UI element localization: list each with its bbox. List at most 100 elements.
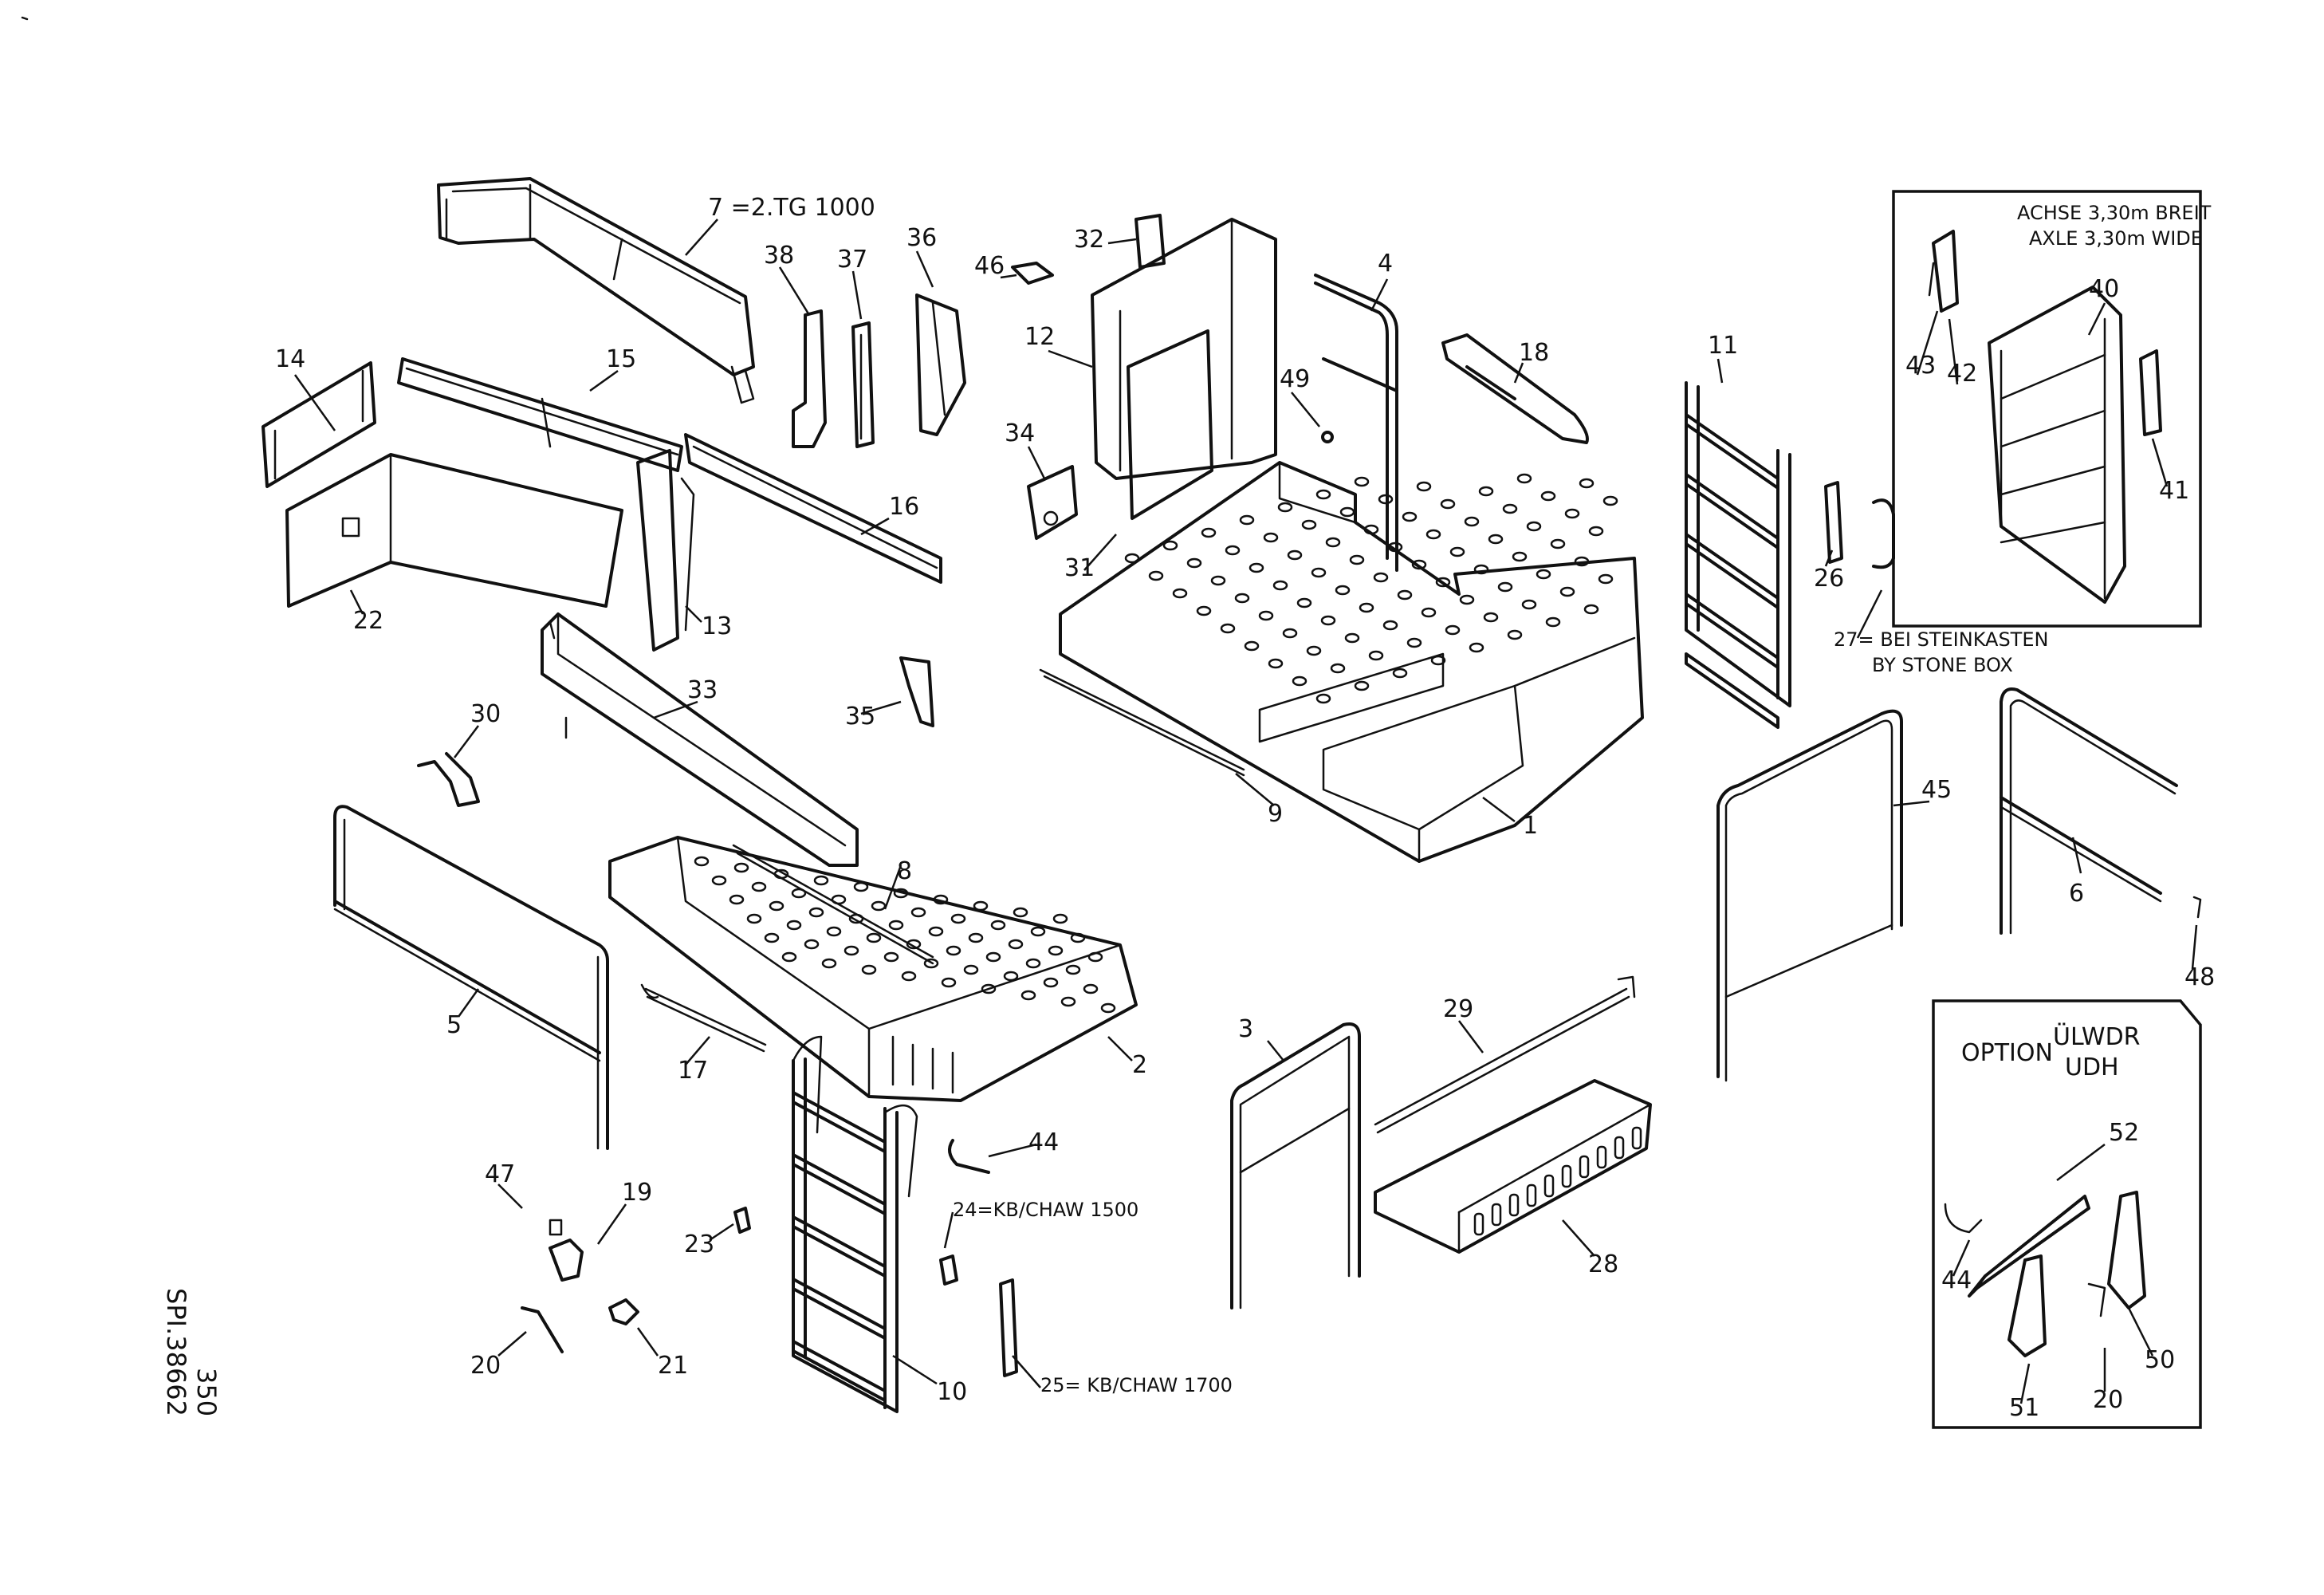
part-47-plate	[549, 1219, 563, 1236]
perforation-hole	[1550, 538, 1566, 549]
perforation-hole	[1598, 573, 1614, 585]
part-19-clamp	[549, 1239, 584, 1282]
drawing-id: SPI.38662	[161, 1288, 191, 1416]
part-8-bar	[732, 844, 934, 965]
perforation-hole	[791, 888, 807, 899]
callout-27-line2: BY STONE BOX	[1872, 654, 2013, 676]
leader-line	[497, 1331, 527, 1357]
option-callout-52: 52	[2109, 1119, 2139, 1147]
callout-37: 37	[837, 246, 867, 274]
callout-47: 47	[485, 1160, 515, 1188]
leader-line	[1458, 1020, 1484, 1053]
perforation-hole	[1574, 556, 1590, 567]
perforation-hole	[1349, 554, 1365, 565]
leader-line	[2191, 924, 2198, 970]
perforation-hole	[1315, 693, 1331, 704]
perforation-hole	[1359, 602, 1374, 613]
callout-8: 8	[897, 857, 912, 885]
part-22-side-wall	[285, 453, 623, 608]
grating-slot	[1579, 1155, 1590, 1179]
callout-5: 5	[446, 1011, 462, 1039]
grating-slot	[1543, 1174, 1555, 1198]
callout-42: 42	[1947, 360, 1977, 388]
perforation-hole	[1583, 604, 1599, 615]
perforation-hole	[729, 894, 745, 905]
part-3-rail-frame	[1230, 1022, 1361, 1309]
leader-line	[1916, 310, 1939, 376]
axle-box-title-line2: AXLE 3,30m WIDE	[2029, 227, 2203, 250]
perforation-hole	[694, 856, 710, 867]
perforation-hole	[1292, 675, 1307, 687]
perforation-hole	[1052, 913, 1068, 924]
perforation-hole	[968, 932, 984, 943]
perforation-hole	[1272, 580, 1288, 591]
part-18-handle	[1441, 333, 1589, 444]
callout-18: 18	[1519, 339, 1549, 367]
callout-12: 12	[1024, 323, 1055, 351]
perforation-hole	[871, 900, 887, 912]
perforation-hole	[843, 945, 859, 956]
perforation-hole	[973, 900, 989, 912]
leader-line	[1291, 392, 1320, 427]
ladder-rung	[792, 1340, 887, 1402]
leader-line	[1952, 1239, 1971, 1277]
leader-line	[1235, 773, 1275, 806]
perforation-hole	[1559, 586, 1575, 597]
perforation-hole	[901, 971, 917, 982]
perforation-hole	[1196, 605, 1212, 616]
perforation-hole	[1087, 951, 1103, 963]
perforation-hole	[1445, 624, 1461, 636]
leader-line	[860, 517, 890, 536]
part-5-rail-frame	[333, 805, 609, 1150]
perforation-hole	[1354, 680, 1370, 691]
perforation-hole	[1083, 983, 1099, 994]
perforation-hole	[1449, 546, 1465, 557]
grating-slot	[1491, 1203, 1502, 1227]
part-21-clip	[608, 1298, 639, 1325]
perforation-hole	[1287, 549, 1303, 561]
perforation-hole	[906, 939, 922, 950]
callout-6: 6	[2069, 880, 2084, 908]
part-20-pin	[521, 1306, 564, 1353]
part-12-tower	[1091, 218, 1277, 480]
perforation-hole	[1464, 516, 1480, 527]
perforation-hole	[1406, 637, 1422, 648]
option-callout-50: 50	[2145, 1346, 2175, 1374]
perforation-hole	[893, 888, 909, 899]
leader-line	[2019, 1363, 2031, 1404]
perforation-hole	[1282, 628, 1298, 639]
leader-line	[2127, 1307, 2154, 1357]
perforation-hole	[813, 875, 829, 886]
leader-line	[1000, 274, 1017, 279]
perforation-hole	[1339, 506, 1355, 518]
callout-17: 17	[678, 1057, 708, 1085]
perforation-hole	[1172, 588, 1188, 599]
axle-option-box	[1892, 190, 2202, 628]
grating-slot	[1473, 1212, 1484, 1236]
part-10-ladder	[792, 1035, 918, 1413]
callout-46: 46	[974, 252, 1005, 280]
perforation-hole	[746, 913, 762, 924]
part-31-panel	[1127, 329, 1213, 520]
callout-30: 30	[470, 700, 501, 728]
perforation-hole	[1048, 945, 1064, 956]
leader-line	[1482, 797, 1516, 822]
callout-41: 41	[2159, 477, 2189, 505]
perforation-hole	[1043, 977, 1059, 988]
part-15-top-rail	[397, 357, 683, 472]
ladder-rung	[1685, 652, 1779, 729]
part-33-beam	[541, 612, 859, 867]
callout-32: 32	[1074, 226, 1104, 254]
perforation-hole	[1025, 958, 1041, 969]
perforation-hole	[888, 920, 904, 931]
leader-line	[1716, 358, 1724, 384]
perforation-hole	[941, 977, 957, 988]
part-29-rod	[1374, 975, 1636, 1134]
leader-line	[943, 1211, 954, 1249]
callout-36: 36	[906, 224, 937, 252]
option-callout-44: 44	[1941, 1266, 1972, 1294]
leader-line	[685, 219, 718, 256]
part-34-plate	[1027, 465, 1078, 540]
callout-40: 40	[2089, 275, 2119, 303]
